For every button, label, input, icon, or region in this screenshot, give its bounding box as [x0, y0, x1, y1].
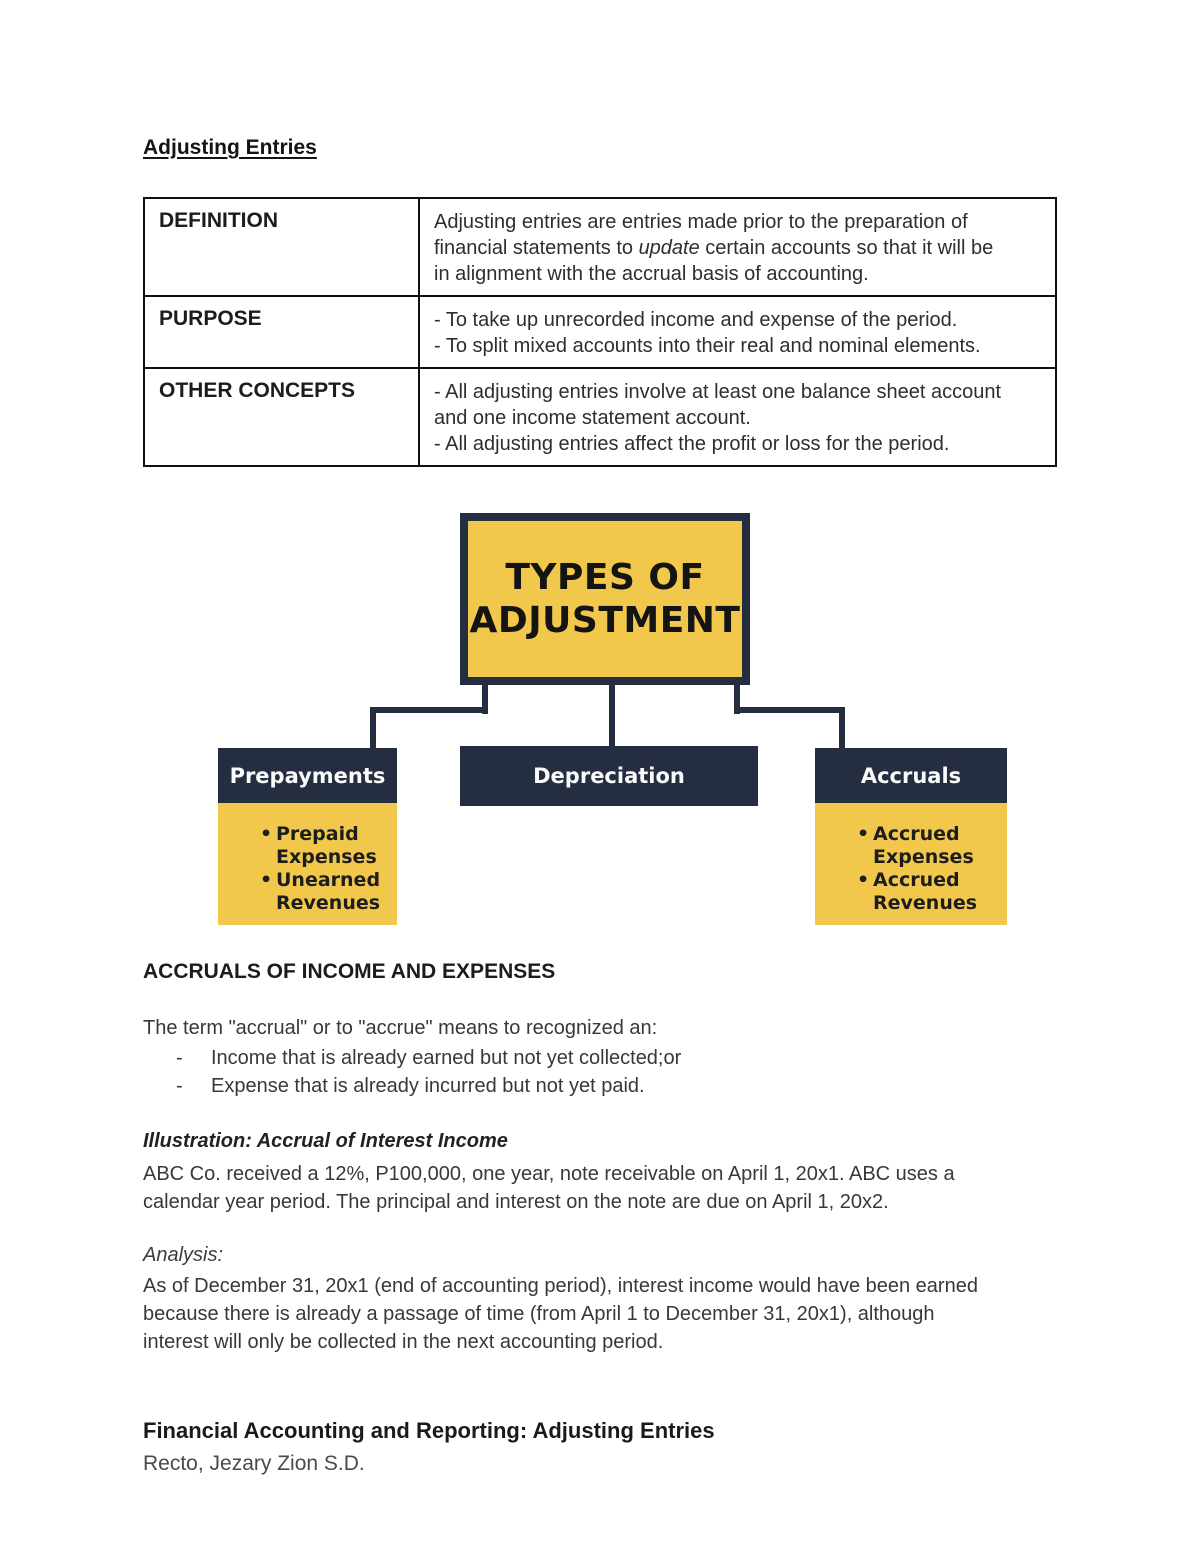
root-label-line2: ADJUSTMENT — [469, 600, 741, 641]
analysis-heading: Analysis: — [143, 1244, 224, 1266]
list-item-text: Income that is already earned but not ye… — [211, 1047, 682, 1069]
table-row: OTHER CONCEPTS - All adjusting entries i… — [143, 367, 1057, 467]
table-row: PURPOSE - To take up unrecorded income a… — [143, 295, 1057, 369]
branch-item-label: Unearned Revenues — [276, 869, 381, 914]
row-content-definition: Adjusting entries are entries made prior… — [418, 197, 1057, 297]
paragraph-line: As of December 31, 20x1 (end of accounti… — [143, 1275, 978, 1297]
row-content-purpose: - To take up unrecorded income and expen… — [418, 295, 1057, 369]
paragraph-line: because there is already a passage of ti… — [143, 1303, 935, 1325]
connector-line — [370, 707, 376, 750]
illustration-paragraph: ABC Co. received a 12%, P100,000, one ye… — [143, 1160, 955, 1216]
definition-text: Adjusting entries are entries made prior… — [434, 211, 968, 233]
branch-body-prepayments: • Prepaid Expenses • Unearned Revenues — [218, 803, 397, 925]
definition-line: Adjusting entries are entries made prior… — [434, 209, 1041, 235]
dash-icon: - — [176, 1047, 183, 1069]
list-item: • Prepaid Expenses — [260, 823, 387, 869]
row-content-other-concepts: - All adjusting entries involve at least… — [418, 367, 1057, 467]
list-item: • Unearned Revenues — [260, 869, 387, 915]
connector-line — [734, 685, 740, 714]
analysis-paragraph: As of December 31, 20x1 (end of accounti… — [143, 1272, 978, 1356]
dash-icon: - — [176, 1075, 183, 1097]
footer-author: Recto, Jezary Zion S.D. — [143, 1452, 365, 1475]
definition-text: financial statements to — [434, 237, 639, 259]
branch-header-depreciation: Depreciation — [460, 746, 758, 806]
connector-line — [734, 707, 845, 713]
paragraph-line: interest will only be collected in the n… — [143, 1331, 664, 1353]
definition-text: in alignment with the accrual basis of a… — [434, 263, 869, 285]
row-label-other-concepts: OTHER CONCEPTS — [143, 367, 420, 467]
branch-item-label: Prepaid Expenses — [276, 823, 377, 868]
other-concepts-line: and one income statement account. — [434, 407, 751, 429]
connector-line — [482, 685, 488, 714]
list-item: • Accrued Expenses — [857, 823, 997, 869]
branch-header-accruals: Accruals — [815, 748, 1007, 803]
root-label-line1: TYPES OF — [505, 557, 705, 598]
definitions-table: DEFINITION Adjusting entries are entries… — [143, 197, 1057, 467]
accruals-intro-text: The term "accrual" or to "accrue" means … — [143, 1017, 658, 1039]
definition-line: financial statements to update certain a… — [434, 235, 1041, 261]
branch-item-label: Accrued Expenses — [873, 823, 974, 868]
branch-body-accruals: • Accrued Expenses • Accrued Revenues — [815, 803, 1007, 925]
page-title: Adjusting Entries — [143, 136, 317, 159]
purpose-line: - To take up unrecorded income and expen… — [434, 309, 958, 331]
list-item: - Income that is already earned but not … — [143, 1044, 681, 1072]
diagram-root-box: TYPES OF ADJUSTMENT — [460, 513, 750, 685]
connector-line — [370, 707, 488, 713]
accruals-bullet-list: - Income that is already earned but not … — [143, 1044, 681, 1100]
other-concepts-line: - All adjusting entries involve at least… — [434, 381, 1002, 403]
paragraph-line: calendar year period. The principal and … — [143, 1191, 889, 1213]
branch-header-prepayments: Prepayments — [218, 748, 397, 803]
definition-line: in alignment with the accrual basis of a… — [434, 261, 1041, 287]
bullet-icon: • — [260, 823, 273, 845]
illustration-heading: Illustration: Accrual of Interest Income — [143, 1130, 508, 1152]
list-item: - Expense that is already incurred but n… — [143, 1072, 681, 1100]
connector-line — [609, 685, 615, 746]
definition-text: certain accounts so that it will be — [699, 237, 994, 259]
bullet-icon: • — [857, 823, 870, 845]
paragraph-line: ABC Co. received a 12%, P100,000, one ye… — [143, 1163, 955, 1185]
footer-course-title: Financial Accounting and Reporting: Adju… — [143, 1418, 715, 1443]
list-item: • Accrued Revenues — [857, 869, 997, 915]
other-concepts-line: - All adjusting entries affect the profi… — [434, 433, 950, 455]
purpose-line: - To split mixed accounts into their rea… — [434, 335, 981, 357]
table-row: DEFINITION Adjusting entries are entries… — [143, 197, 1057, 297]
row-label-purpose: PURPOSE — [143, 295, 420, 369]
list-item-text: Expense that is already incurred but not… — [211, 1075, 645, 1097]
branch-item-label: Accrued Revenues — [873, 869, 978, 914]
bullet-icon: • — [857, 869, 870, 891]
bullet-icon: • — [260, 869, 273, 891]
section-heading-accruals: ACCRUALS OF INCOME AND EXPENSES — [143, 960, 556, 983]
definition-italic-word: update — [638, 237, 700, 259]
row-label-definition: DEFINITION — [143, 197, 420, 297]
connector-line — [839, 707, 845, 750]
